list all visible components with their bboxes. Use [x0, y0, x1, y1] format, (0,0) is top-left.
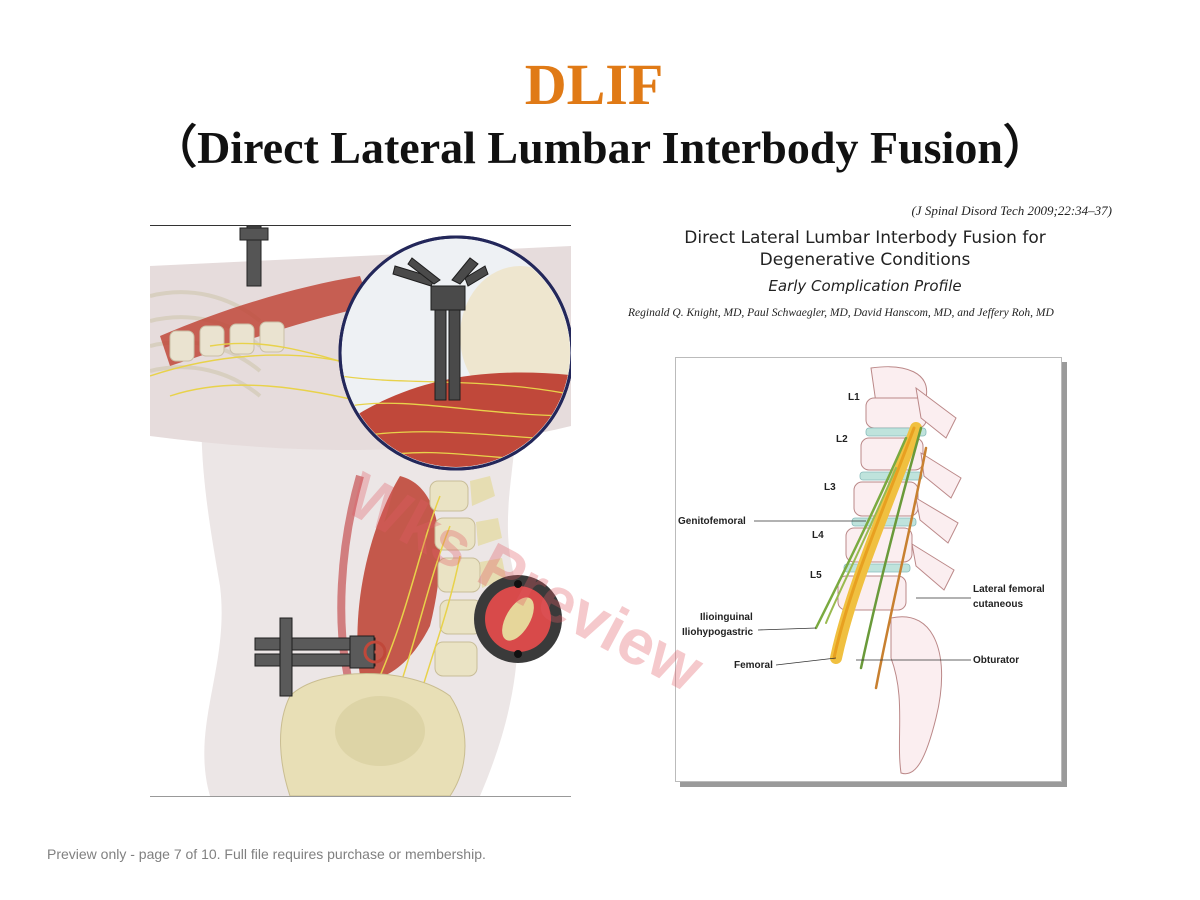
lumbar-plexus-diagram: L1 L2 L3 L4 L5 Genitofemoral Ilioinguina…	[675, 357, 1062, 782]
label-lateral-femoral-1: Lateral femoral	[973, 584, 1045, 595]
level-label-l5: L5	[810, 570, 822, 581]
preview-footer: Preview only - page 7 of 10. Full file r…	[47, 846, 486, 862]
level-label-l1: L1	[848, 392, 860, 403]
paper-authors: Reginald Q. Knight, MD, Paul Schwaegler,…	[628, 307, 1054, 319]
paper-title: Direct Lateral Lumbar Interbody Fusion f…	[620, 227, 1110, 271]
level-label-l3: L3	[824, 482, 836, 493]
label-genitofemoral: Genitofemoral	[678, 516, 746, 527]
surgical-illustration	[150, 225, 571, 797]
journal-citation: (J Spinal Disord Tech 2009;22:34–37)	[911, 203, 1112, 218]
label-ilioinguinal: Ilioinguinal	[700, 612, 753, 623]
slide-title: DLIF	[524, 52, 664, 117]
paper-title-line-1: Direct Lateral Lumbar Interbody Fusion f…	[684, 228, 1046, 248]
label-iliohypogastric: Iliohypogastric	[682, 627, 754, 638]
paper-subtitle: Early Complication Profile	[768, 277, 962, 295]
label-obturator: Obturator	[973, 655, 1019, 666]
slide-subtitle: （Direct Lateral Lumbar Interbody Fusion）	[151, 122, 1049, 173]
level-label-l4: L4	[812, 530, 824, 541]
label-femoral: Femoral	[734, 660, 773, 671]
label-lateral-femoral-2: cutaneous	[973, 599, 1023, 610]
lumbar-plexus-drawing: L1 L2 L3 L4 L5 Genitofemoral Ilioinguina…	[678, 366, 1045, 775]
paper-title-line-2: Degenerative Conditions	[759, 250, 971, 270]
level-label-l2: L2	[836, 434, 848, 445]
surgical-illustration-drawing	[150, 226, 571, 796]
